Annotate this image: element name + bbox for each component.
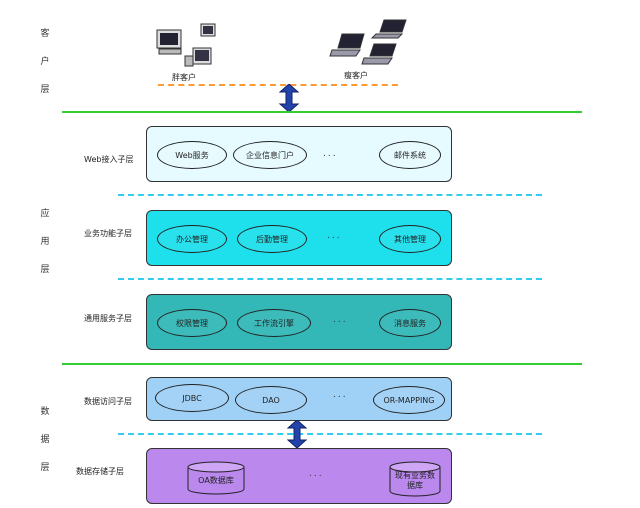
access-layer-box: JDBC DAO ... OR-MAPPING bbox=[146, 377, 452, 421]
other-mgmt-node: 其他管理 bbox=[379, 225, 441, 253]
web-layer-box: Web服务 企业信息门户 ... 邮件系统 bbox=[146, 126, 452, 182]
common-layer-box: 权限管理 工作流引擎 ... 消息服务 bbox=[146, 294, 452, 350]
dao-node: DAO bbox=[235, 386, 307, 414]
fat-client-label: 胖客户 bbox=[172, 73, 196, 82]
workflow-engine-node: 工作流引擎 bbox=[237, 309, 311, 337]
web-service-node: Web服务 bbox=[157, 141, 227, 169]
permission-mgmt-node: 权限管理 bbox=[157, 309, 227, 337]
existing-business-database-node: 现有业务数据库 bbox=[389, 461, 441, 497]
database-cylinder-icon bbox=[187, 461, 245, 495]
tier-label-app: 应 用 层 bbox=[40, 209, 50, 275]
tier-label-client: 客 户 层 bbox=[40, 29, 50, 95]
tier-divider-top bbox=[62, 111, 582, 113]
double-arrow-icon bbox=[286, 420, 308, 448]
oa-database-node: OA数据库 bbox=[187, 461, 245, 495]
mail-system-node: 邮件系统 bbox=[379, 141, 441, 169]
access-layer-label: 数据访问子层 bbox=[84, 397, 132, 406]
or-mapping-node: OR-MAPPING bbox=[373, 386, 445, 414]
common-layer-ellipsis: ... bbox=[333, 315, 348, 325]
common-layer-label: 通用服务子层 bbox=[84, 314, 132, 323]
jdbc-node: JDBC bbox=[155, 384, 229, 412]
data-dashed-divider bbox=[118, 433, 542, 435]
message-service-node: 消息服务 bbox=[379, 309, 441, 337]
web-layer-ellipsis: ... bbox=[323, 149, 338, 159]
thin-client-label: 瘦客户 bbox=[344, 71, 368, 80]
portal-node: 企业信息门户 bbox=[233, 141, 307, 169]
access-layer-ellipsis: ... bbox=[333, 390, 348, 400]
tier-label-data: 数 据 层 bbox=[40, 407, 50, 473]
storage-layer-box: OA数据库 ... 现有业务数据库 bbox=[146, 448, 452, 504]
thin-client-laptops-icon bbox=[329, 19, 407, 65]
app-dashed-divider-2 bbox=[118, 278, 542, 280]
biz-layer-ellipsis: ... bbox=[327, 231, 342, 241]
storage-layer-ellipsis: ... bbox=[309, 469, 324, 479]
double-arrow-icon bbox=[278, 84, 300, 112]
biz-layer-label: 业务功能子层 bbox=[84, 229, 132, 238]
storage-layer-label: 数据存储子层 bbox=[76, 467, 124, 476]
web-layer-label: Web接入子层 bbox=[84, 155, 134, 164]
app-dashed-divider-1 bbox=[118, 194, 542, 196]
logistics-mgmt-node: 后勤管理 bbox=[237, 225, 307, 253]
fat-client-computers-icon bbox=[156, 23, 216, 67]
tier-divider-bottom bbox=[62, 363, 582, 365]
biz-layer-box: 办公管理 后勤管理 ... 其他管理 bbox=[146, 210, 452, 266]
client-dashed-divider bbox=[158, 84, 398, 86]
database-cylinder-icon bbox=[389, 461, 441, 497]
office-mgmt-node: 办公管理 bbox=[157, 225, 227, 253]
